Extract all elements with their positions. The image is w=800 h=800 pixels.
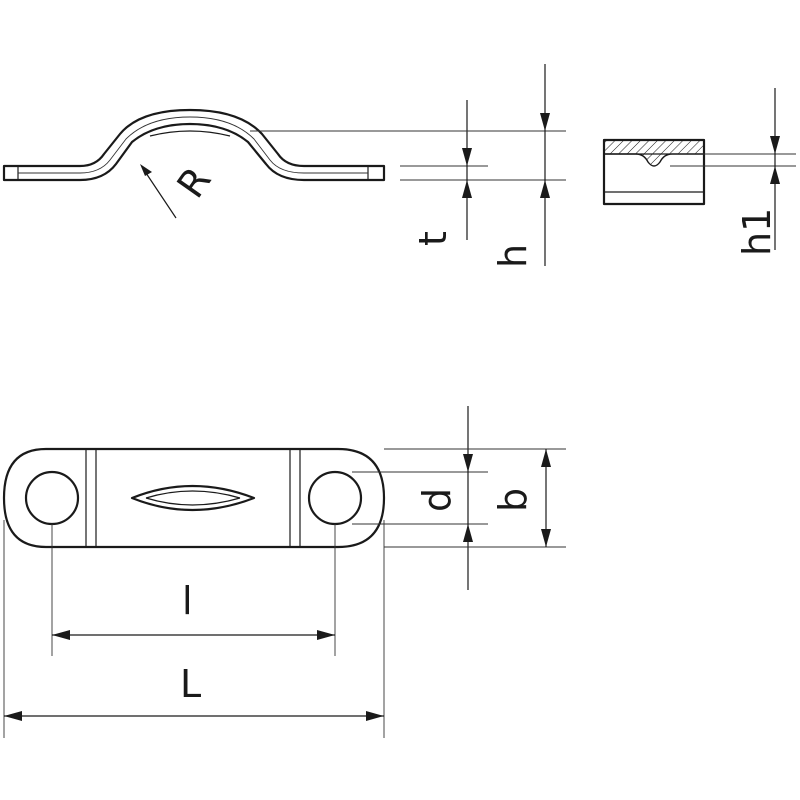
strap-midline bbox=[18, 116, 368, 174]
width-label: b bbox=[491, 488, 535, 512]
side-view: R bbox=[2, 108, 386, 219]
crown-edge bbox=[149, 130, 231, 137]
length-label: L bbox=[180, 662, 201, 706]
dim-height1: h1 bbox=[670, 88, 796, 256]
section-view bbox=[602, 138, 706, 206]
height-label: h bbox=[491, 244, 535, 268]
dim-height: h bbox=[250, 64, 566, 268]
thickness-label: t bbox=[411, 231, 455, 246]
top-view bbox=[2, 447, 386, 549]
strap-profile-outer bbox=[2, 108, 386, 182]
strap-outline bbox=[2, 447, 386, 549]
dim-width: b bbox=[384, 448, 566, 548]
hole-diameter-label: d bbox=[415, 488, 459, 512]
left-hole bbox=[24, 470, 80, 526]
emboss-rib-inner2 bbox=[145, 497, 241, 506]
emboss-rib-inner bbox=[145, 490, 241, 499]
dim-length: L bbox=[3, 520, 385, 738]
emboss-rib bbox=[130, 484, 256, 512]
hole-spacing-label: l bbox=[182, 579, 193, 623]
radius-arrowhead bbox=[140, 164, 152, 176]
height1-label: h1 bbox=[735, 208, 779, 256]
dim-thickness: t bbox=[400, 100, 488, 246]
dim-hole-spacing: l bbox=[51, 524, 336, 656]
right-hole bbox=[307, 470, 363, 526]
dim-hole-diameter: d bbox=[352, 406, 488, 590]
section-hatch bbox=[603, 139, 705, 167]
radius-leader bbox=[143, 169, 177, 219]
radius-label: R bbox=[168, 159, 219, 206]
